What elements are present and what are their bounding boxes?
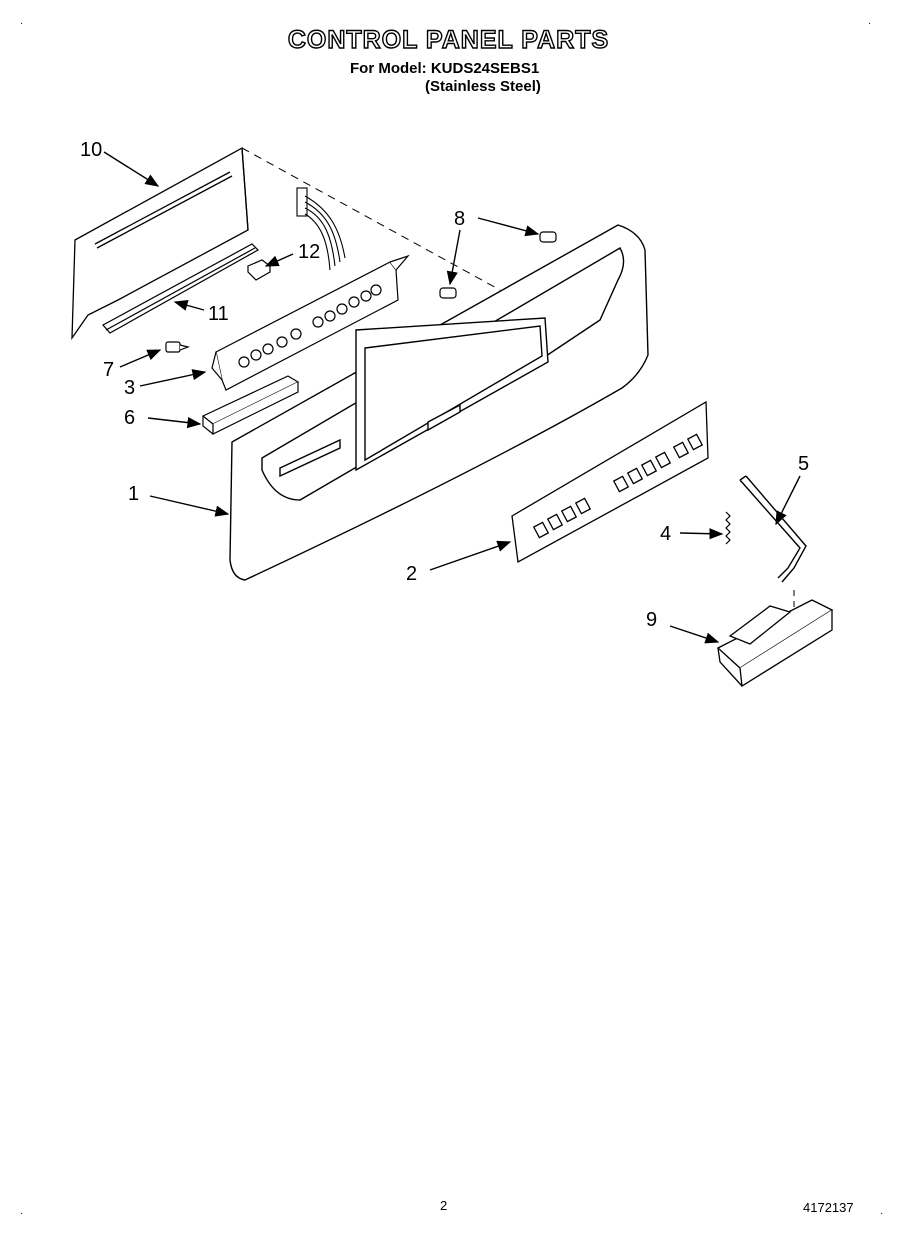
callout-4: 4	[660, 523, 671, 545]
rod-part-5	[739, 475, 807, 583]
callout-12: 12	[298, 241, 320, 263]
model-line: For Model: KUDS24SEBS1	[350, 60, 540, 77]
callout-11: 11	[208, 303, 229, 325]
page-number: 2	[440, 1198, 448, 1213]
wire-harness	[296, 187, 346, 271]
callout-9: 9	[646, 609, 657, 631]
registration-mark: ·	[20, 18, 24, 29]
callout-10: 10	[80, 139, 102, 161]
latch-housing-part-9	[716, 599, 834, 688]
foam-block-part-6	[201, 375, 300, 435]
console-part-1	[229, 224, 649, 581]
overlay-part-2	[511, 400, 709, 564]
callout-3: 3	[124, 377, 135, 399]
callout-5: 5	[798, 453, 809, 475]
callout-8: 8	[454, 208, 465, 230]
callout-7: 7	[103, 359, 114, 381]
callout-1: 1	[128, 483, 139, 505]
finish-line: (Stainless Steel)	[425, 78, 541, 95]
registration-mark: ·	[880, 1208, 884, 1219]
control-board-part-3	[211, 254, 410, 391]
strip-part-11	[102, 243, 259, 334]
document-number: 4172137	[803, 1200, 854, 1215]
registration-mark: ·	[868, 18, 872, 29]
screw-part-8	[439, 231, 557, 299]
screw-part-7	[165, 341, 191, 353]
spring-part-4	[725, 511, 731, 545]
leader-lines	[103, 151, 801, 644]
clip-part-12	[246, 259, 272, 281]
panel-shield-part-10	[71, 146, 249, 341]
callout-2: 2	[406, 563, 417, 585]
registration-mark: ·	[20, 1208, 24, 1219]
page-title: CONTROL PANEL PARTS	[287, 25, 610, 54]
callout-6: 6	[124, 407, 135, 429]
assembly-line	[241, 147, 501, 291]
